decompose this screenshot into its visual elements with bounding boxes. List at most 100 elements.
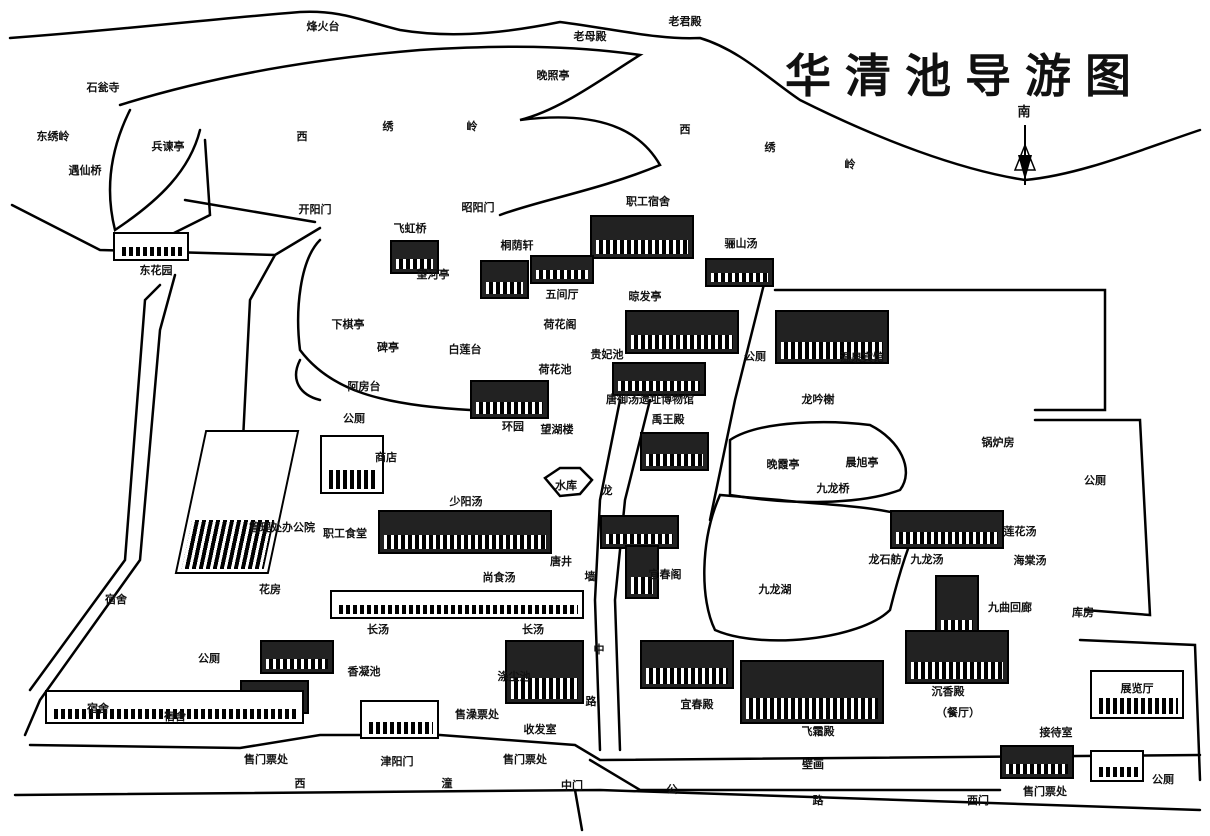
- wall-line: [1033, 418, 1152, 617]
- map-label: 碑亭: [377, 341, 399, 354]
- map-label: 公厕: [744, 350, 766, 363]
- map-label: 温泉宾馆: [840, 351, 884, 364]
- map-label: 宜春阁: [648, 568, 682, 581]
- ridge-line: [118, 45, 662, 217]
- road-line: [28, 733, 1202, 762]
- wall-line: [23, 273, 177, 737]
- road-line: [13, 788, 1202, 812]
- map-label: 晨旭亭: [845, 456, 879, 469]
- map-label: 荷花阁: [543, 318, 577, 331]
- jiulong-lake: [703, 493, 922, 642]
- building-yichun-ge-2: [625, 545, 659, 599]
- map-label: 花房: [259, 583, 281, 596]
- map-label: 九龙汤: [910, 553, 944, 566]
- building-dorm: [45, 690, 304, 724]
- building-yuwang: [640, 432, 709, 471]
- map-label: 老母殿: [573, 30, 607, 43]
- map-label: 西: [679, 123, 691, 136]
- map-label: 龙: [601, 484, 613, 497]
- map-label: 开阳门: [298, 203, 332, 216]
- map-label: 贵妃池: [590, 348, 624, 361]
- map-label: 荷花池: [538, 363, 572, 376]
- ridge-line: [8, 10, 1202, 182]
- map-label: 晚照亭: [536, 69, 570, 82]
- map-label: 宿舍: [87, 702, 109, 715]
- building-wujianting: [480, 260, 529, 299]
- reservoir-outline: [543, 466, 594, 498]
- map-label: 禹王殿: [651, 413, 685, 426]
- north-arrow-icon: [1013, 125, 1037, 185]
- map-label: 环园: [502, 420, 524, 433]
- wall-line: [773, 288, 1107, 412]
- map-label: 售门票处: [1023, 785, 1067, 798]
- map-label: 库房: [1072, 606, 1094, 619]
- map-label: 公厕: [343, 412, 365, 425]
- building-feishuang: [740, 660, 884, 724]
- map-label: 商店: [375, 451, 397, 464]
- map-label: 绣: [764, 141, 776, 154]
- map-label: 唐井: [550, 555, 572, 568]
- map-label: 晾发亭: [628, 290, 662, 303]
- building-wanghulou: [470, 380, 549, 419]
- map-label: 宿舍: [105, 593, 127, 606]
- building-hall: [530, 255, 594, 284]
- building-donghuayuan: [113, 232, 189, 261]
- wall-line: [28, 283, 162, 692]
- building-yichun-dian: [640, 640, 734, 689]
- map-label: 公厕: [1152, 773, 1174, 786]
- building-staff-dorm: [590, 215, 694, 259]
- map-label: 白莲台: [448, 343, 482, 356]
- map-label: 海棠汤: [1013, 554, 1047, 567]
- map-label: 晚霞亭: [766, 458, 800, 471]
- building-jinyang-gate: [360, 700, 439, 739]
- map-label: 九曲回廊: [988, 601, 1032, 614]
- map-label: 售门票处: [503, 753, 547, 766]
- building-xiangning: [260, 640, 334, 674]
- road-line: [593, 398, 652, 752]
- map-label: 桐荫轩: [500, 239, 534, 252]
- map-label: 津阳门: [380, 755, 414, 768]
- map-label: 宿舍: [164, 710, 186, 723]
- map-label: 阿房台: [347, 380, 381, 393]
- map-label: 潼: [441, 777, 453, 790]
- map-label: 公厕: [198, 652, 220, 665]
- map-label: 骊山汤: [724, 237, 758, 250]
- map-label: 长汤: [367, 623, 389, 636]
- map-label: 公: [666, 783, 678, 796]
- building-exhibition: [1090, 670, 1184, 719]
- road-line: [588, 758, 1002, 792]
- building-toilet: [1090, 750, 1144, 782]
- map-label: 五间厅: [545, 288, 579, 301]
- map-label: 东花园: [139, 264, 173, 277]
- building-shop: [320, 435, 384, 494]
- map-label: 飞霜殿: [801, 725, 835, 738]
- map-label: 锅炉房: [981, 436, 1015, 449]
- map-label: 望湖楼: [540, 423, 574, 436]
- map-label: 售门票处: [244, 753, 288, 766]
- map-label: 中: [593, 643, 605, 656]
- map-label: 水库: [555, 479, 577, 492]
- map-label: 香凝池: [347, 665, 381, 678]
- map-label: 唐御汤遗址博物馆: [606, 393, 694, 406]
- map-label: 九龙湖: [758, 583, 792, 596]
- map-label: 职工宿舍: [626, 195, 670, 208]
- map-label: 遇仙桥: [68, 164, 102, 177]
- building-changtang: [330, 590, 584, 619]
- map-label: 收发室: [523, 723, 557, 736]
- map-label: 莲花汤: [1003, 525, 1037, 538]
- map-label: 接待室: [1039, 726, 1073, 739]
- map-label: 长汤: [522, 623, 544, 636]
- building-chenxiang: [905, 630, 1009, 684]
- map-label: 展览厅: [1120, 682, 1154, 695]
- map-label: 公厕: [1084, 474, 1106, 487]
- pond-outline: [728, 420, 908, 504]
- map-label: 西: [294, 777, 306, 790]
- map-label: （餐厅）: [936, 706, 980, 719]
- map-label: 东绣岭: [36, 130, 70, 143]
- map-label: 职工食堂: [323, 527, 367, 540]
- building-museum-2: [612, 362, 706, 396]
- map-label: 兵谏亭: [151, 140, 185, 153]
- map-label: 绣: [382, 120, 394, 133]
